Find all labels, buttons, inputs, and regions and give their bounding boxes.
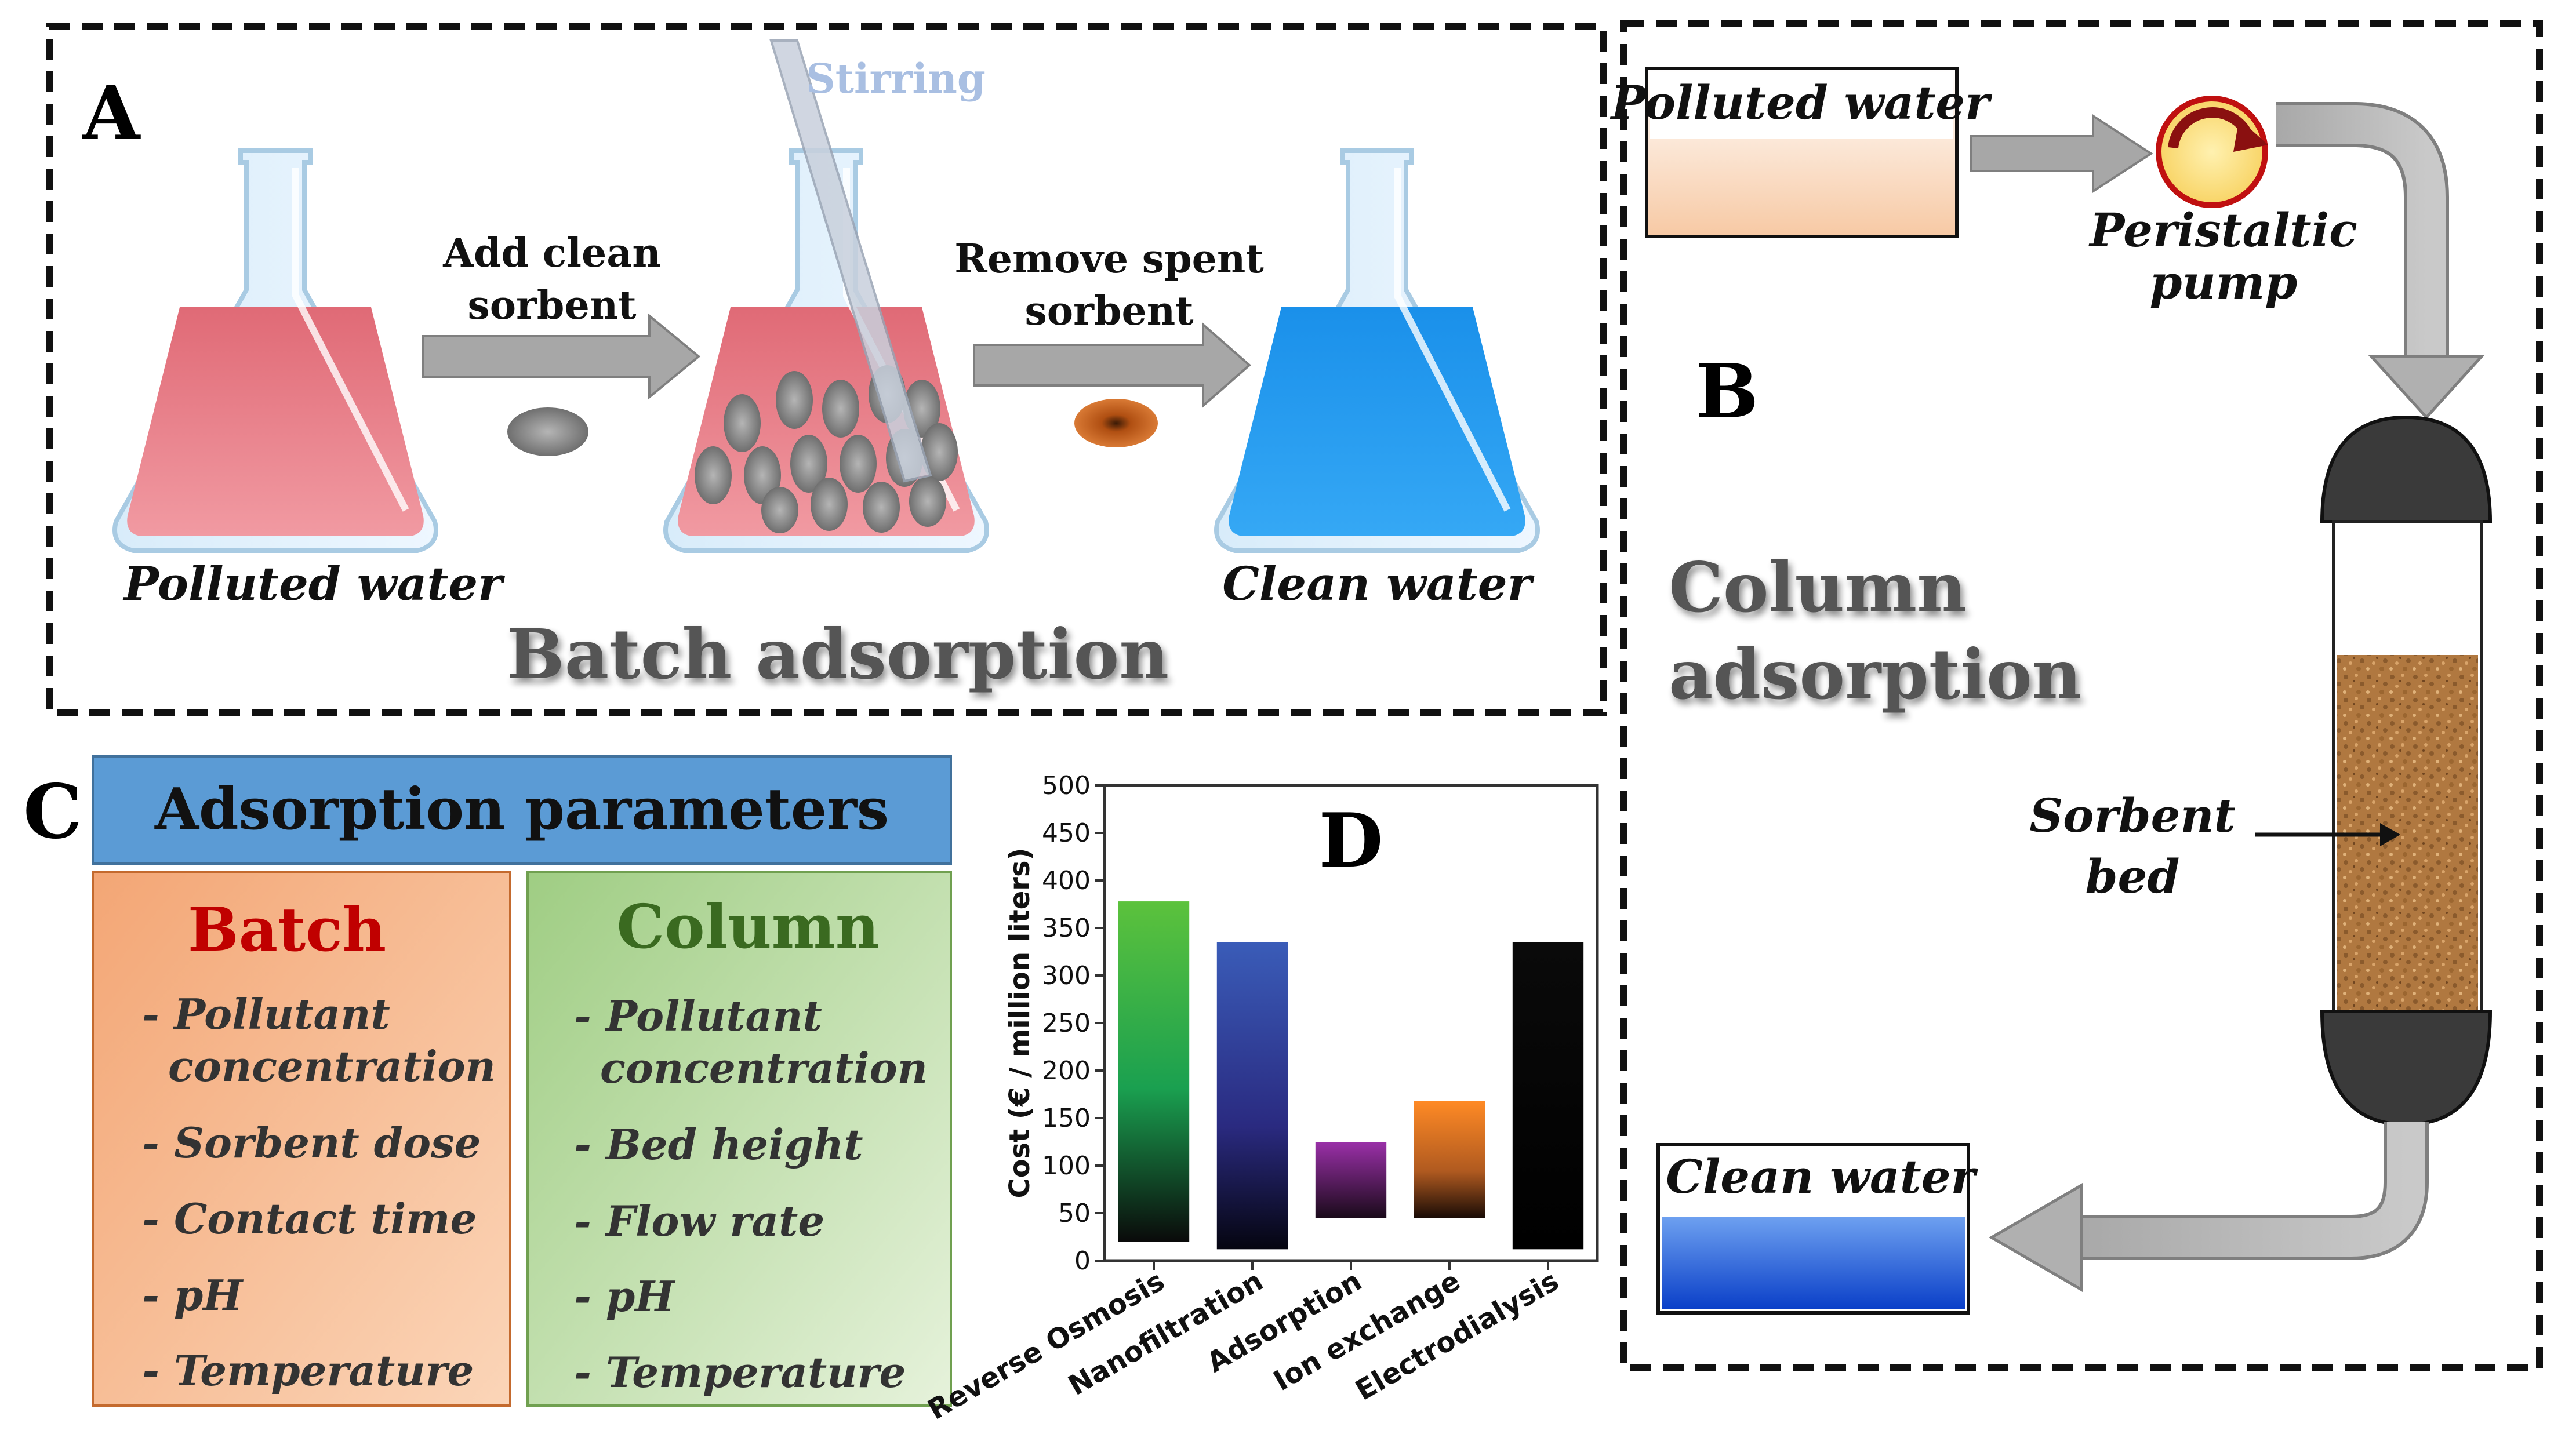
column-item-2: concentration [600,1043,928,1093]
clean-flask [1214,148,1540,553]
batch-title: Batch [188,894,386,965]
column-item-1: - Pollutant [574,991,822,1040]
polluted-flask [112,148,438,553]
y-tick-label: 50 [1058,1199,1091,1228]
batch-item-2: concentration [168,1042,496,1091]
stirring-label: Stirring [806,54,986,103]
chart-y-ticks: 0 50 100 150 200 250 300 350 400 450 500 [1042,771,1105,1276]
panel-a: A Polluted water Add clean sorbent [46,23,1607,716]
cost-chart: D Cost (€ / million liters) 0 50 100 150 200… [922,771,1599,1426]
adsorption-column [2320,415,2493,1127]
column-item-3: - Bed height [574,1120,863,1169]
batch-adsorption-title: Batch adsorption [507,614,1169,694]
bar-nanofiltration [1216,942,1288,1250]
batch-item-1: - Pollutant [142,989,390,1039]
panel-a-frame [46,23,1607,716]
polluted-water-caption: Polluted water [123,556,506,611]
y-tick-label: 450 [1042,818,1091,848]
add-clean-label-2: sorbent [467,282,637,329]
y-tick-label: 250 [1042,1009,1091,1038]
panel-b-frame [1620,20,2543,1371]
column-bottom-cap [2320,1010,2493,1127]
remove-sorbent-arrow [973,322,1252,409]
panel-b-letter: B [1696,348,1759,435]
outlet-pipe [1989,1122,2429,1293]
y-tick-label: 500 [1042,771,1091,800]
chart-y-axis-label: Cost (€ / million liters) [1004,848,1036,1199]
panel-d-letter: D [1319,798,1383,884]
bar-electrodialysis [1512,942,1584,1250]
y-tick-label: 300 [1042,961,1091,991]
y-tick-label: 150 [1042,1104,1091,1133]
batch-item-5: - pH [142,1271,244,1320]
bar-adsorption [1315,1142,1387,1218]
sorbent-beads [695,365,958,533]
inlet-pipe [2276,102,2485,420]
batch-parameters-box [92,871,511,1407]
column-parameters-box [526,871,952,1407]
y-tick-label: 0 [1074,1246,1091,1276]
column-adsorption-title-1: Column [1669,547,1967,628]
panel-c: C Adsorption parameters Batch - Pollutan… [23,755,952,1407]
column-item-6: - Temperature [574,1348,906,1397]
stirring-rod [769,39,932,483]
y-tick-label: 100 [1042,1151,1091,1181]
peristaltic-pump-icon [2156,96,2268,208]
sorbent-bed-label-1: Sorbent [2029,788,2235,843]
column-title: Column [617,891,880,962]
bar-reverse-osmosis [1118,901,1190,1242]
pump-label-2: pump [2150,255,2298,310]
pump-label-1: Peristaltic [2088,203,2357,257]
remove-spent-label-1: Remove spent [954,236,1264,282]
y-tick-label: 200 [1042,1056,1091,1086]
panel-a-letter: A [82,70,141,157]
sorbent-bed-label-2: bed [2086,849,2180,904]
bar-ion-exchange [1414,1101,1485,1218]
polluted-liquid [127,307,424,536]
sorbent-pointer-arrow [2255,823,2400,846]
y-tick-label: 350 [1042,913,1091,943]
clean-liquid [1229,307,1525,536]
clean-sorbent-bead [507,407,588,456]
column-item-5: - pH [574,1272,675,1321]
add-sorbent-arrow [422,313,701,400]
polluted-water-box-label: Polluted water [1610,75,1993,130]
panel-c-letter: C [23,769,82,856]
column-adsorption-title-2: adsorption [1669,634,2082,715]
chart-bars [1118,901,1584,1250]
column-item-4: - Flow rate [574,1196,824,1246]
batch-item-3: - Sorbent dose [142,1118,481,1167]
clean-water-box-label: Clean water [1666,1149,1978,1204]
spent-sorbent-bead [1074,399,1158,447]
column-top-cap [2320,415,2493,523]
panel-b: Polluted water Peristaltic pump B Column… [1610,20,2543,1371]
add-clean-label-1: Add clean [442,230,661,276]
inlet-arrow [1970,114,2153,194]
remove-spent-label-2: sorbent [1024,288,1194,334]
clean-water-caption: Clean water [1222,556,1534,611]
y-tick-label: 400 [1042,866,1091,896]
batch-item-6: - Temperature [142,1346,474,1395]
batch-item-4: - Contact time [142,1194,477,1243]
parameters-header [92,755,952,865]
parameters-header-text: Adsorption parameters [154,776,889,843]
chart-category-labels: Reverse OsmosisNanofiltrationAdsorptionI… [922,1261,1564,1426]
